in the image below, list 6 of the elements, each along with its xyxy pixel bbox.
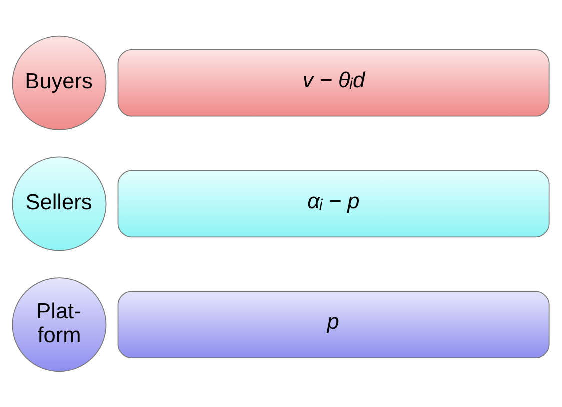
node-circle: Plat- form	[12, 277, 107, 372]
node-circle: Sellers	[12, 156, 107, 251]
node-box: αᵢ − p	[118, 170, 550, 238]
node-box: v − θᵢd	[118, 49, 550, 116]
node-box: p	[118, 290, 550, 358]
node-circle: Buyers	[12, 35, 107, 130]
